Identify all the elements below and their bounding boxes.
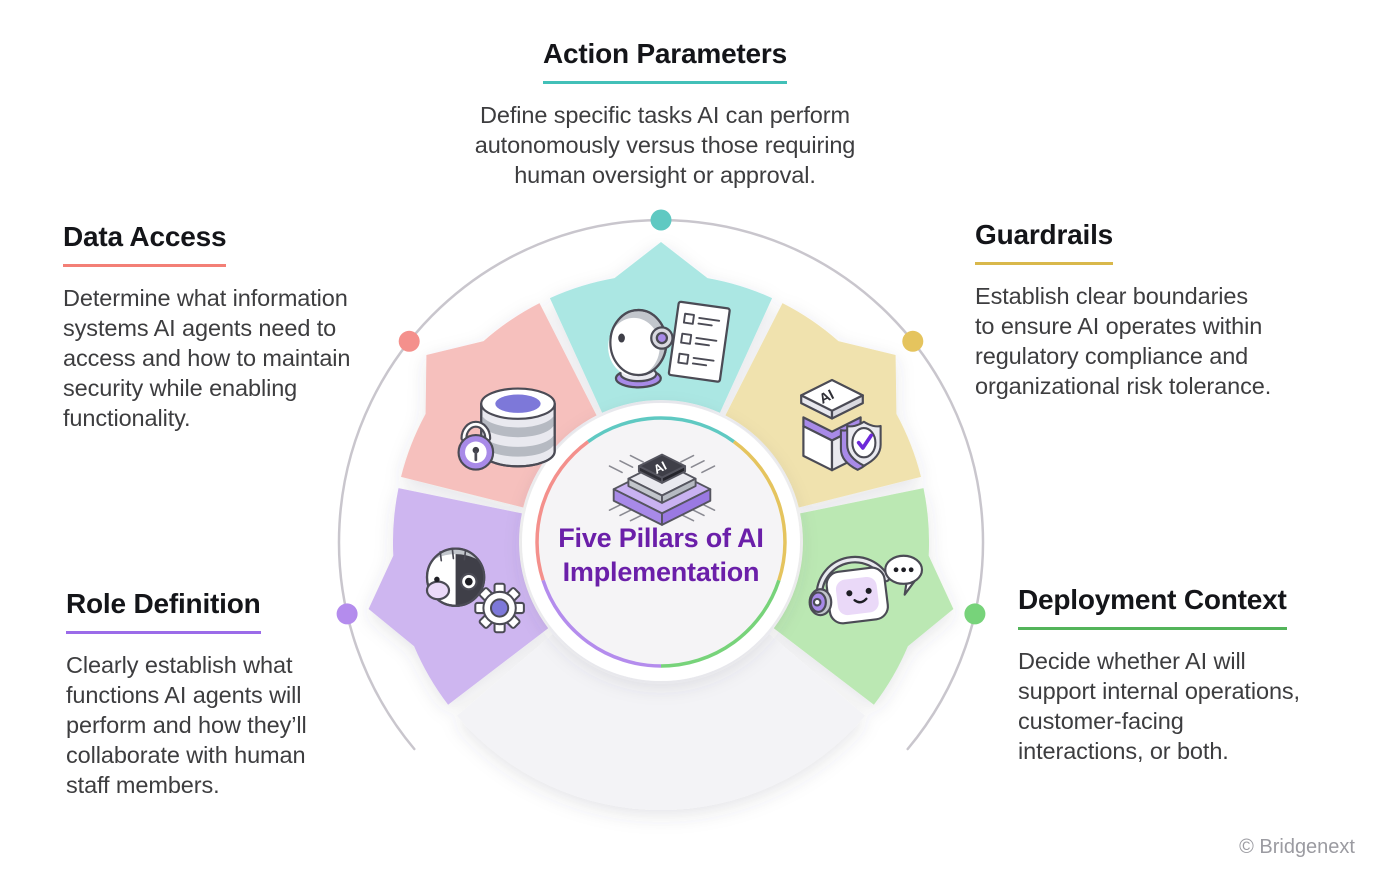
center-disc (537, 418, 785, 666)
pillar-description-role-definition: Clearly establish what functions AI agen… (66, 652, 307, 799)
pillar-icons: AI (425, 300, 924, 634)
chatbot-headset-icon (808, 554, 924, 625)
pillar-block-role-definition: Role Definition Clearly establish what f… (66, 588, 366, 800)
pillar-title-deployment-context: Deployment Context (1018, 584, 1287, 631)
cube-ai-label: AI (817, 387, 837, 408)
center-ring-guardrails (732, 440, 787, 581)
center-title-line1: Five Pillars of AI (558, 523, 764, 553)
orbit-dot-guardrails (902, 330, 924, 352)
pillar-title-data-access: Data Access (63, 221, 227, 268)
center-title-line2: Implementation (562, 557, 760, 587)
segment-base (456, 634, 866, 811)
orbit-dot-data-access (398, 330, 420, 352)
orbit-dot-role-definition (336, 603, 358, 625)
database-lock-icon (457, 387, 556, 471)
ai-shield-icon: AI (800, 378, 882, 472)
pillar-title-action-parameters: Action Parameters (542, 38, 787, 85)
center-ring-action-parameters (587, 416, 735, 444)
pillar-block-deployment-context: Deployment Context Decide whether AI wil… (1018, 584, 1353, 766)
orbit-dot-deployment-context (964, 603, 986, 625)
pillar-block-data-access: Data Access Determine what information s… (63, 221, 408, 433)
orbit-dot-action-parameters (650, 209, 672, 231)
center-ring-data-access (535, 440, 590, 581)
pillar-block-guardrails: Guardrails Establish clear boundaries to… (975, 219, 1325, 401)
robot-gear-icon (425, 547, 525, 634)
pillar-block-action-parameters: Action Parameters Define specific tasks … (395, 38, 935, 190)
pillar-description-data-access: Determine what information systems AI ag… (63, 285, 351, 432)
center-ring-deployment-context (660, 579, 781, 668)
ai-chip-icon: AI (608, 453, 716, 526)
robot-checklist-icon (608, 300, 731, 389)
pillar-description-deployment-context: Decide whether AI will support internal … (1018, 648, 1300, 765)
copyright-text: © Bridgenext (1239, 836, 1355, 858)
center-title: Five Pillars of AI Implementation (501, 521, 821, 589)
pillar-title-role-definition: Role Definition (66, 588, 261, 635)
pillar-description-guardrails: Establish clear boundaries to ensure AI … (975, 283, 1272, 400)
chip-ai-label: AI (651, 459, 669, 477)
pillar-description-action-parameters: Define specific tasks AI can perform aut… (474, 102, 856, 189)
pillar-title-guardrails: Guardrails (975, 219, 1113, 266)
center-ring-role-definition (541, 579, 662, 668)
